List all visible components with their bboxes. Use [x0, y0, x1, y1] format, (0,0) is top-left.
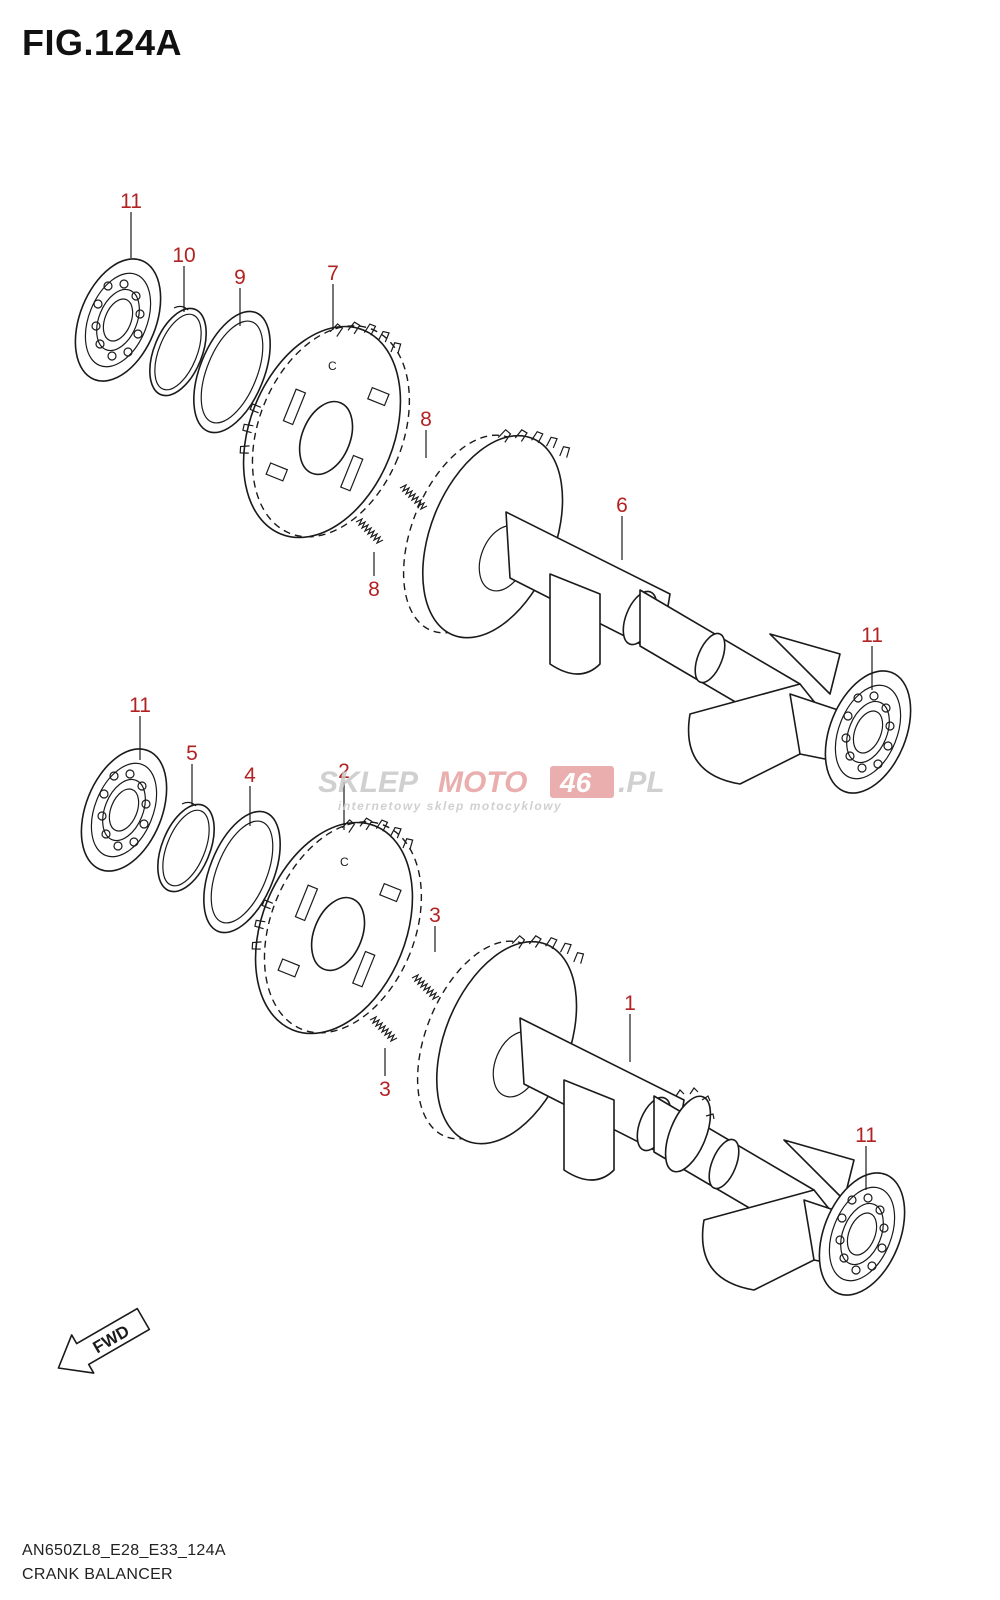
callout-8-upper: 8 [420, 408, 432, 431]
spring-3-lower [369, 1016, 398, 1042]
watermark-badge [550, 766, 614, 798]
callout-11-lower-left: 11 [129, 694, 151, 717]
spring-8-lower [355, 518, 384, 544]
upper-assembly [57, 245, 929, 807]
lower-assembly [63, 735, 923, 1309]
watermark-brand-part2: MOTO [438, 766, 527, 799]
watermark-logo: SKLEP MOTO 46 .PL internetowy sklep moto… [318, 766, 665, 813]
callout-2: 2 [338, 760, 350, 783]
watermark-tagline: internetowy sklep motocyklowy [338, 799, 562, 813]
callout-3-upper: 3 [429, 904, 441, 927]
callout-4: 4 [244, 764, 256, 787]
watermark-brand-part1: SKLEP [318, 766, 419, 799]
callout-1: 1 [624, 992, 636, 1015]
callout-9: 9 [234, 266, 246, 289]
callouts: 11 10 9 7 8 8 6 11 11 5 4 2 3 3 1 11 [120, 190, 883, 1147]
callout-11-upper-left: 11 [120, 190, 142, 213]
watermark-brand-part3: 46 [559, 767, 592, 798]
spring-3-upper [411, 974, 440, 1000]
callout-10: 10 [172, 244, 195, 267]
fwd-arrow: FWD [57, 1307, 151, 1374]
leader-lines [130, 212, 873, 1190]
drawing-code: AN650ZL8_E28_E33_124A [22, 1542, 226, 1559]
balancer-shaft-6 [376, 414, 871, 785]
callout-7: 7 [327, 262, 339, 285]
drawing-caption: CRANK BALANCER [22, 1566, 173, 1583]
balancer-shaft-1 [390, 920, 885, 1291]
watermark-brand-part4: .PL [618, 766, 665, 799]
callout-8-lower: 8 [368, 578, 380, 601]
callout-3-lower: 3 [379, 1078, 391, 1101]
callout-11-upper-right: 11 [861, 624, 883, 647]
figure-title: FIG.124A [22, 22, 183, 63]
shaft-1-drive-gear [664, 1087, 715, 1173]
fwd-arrow-icon [57, 1307, 151, 1374]
callout-11-lower-right: 11 [855, 1124, 877, 1147]
callout-6: 6 [616, 494, 628, 517]
callout-5: 5 [186, 742, 198, 765]
